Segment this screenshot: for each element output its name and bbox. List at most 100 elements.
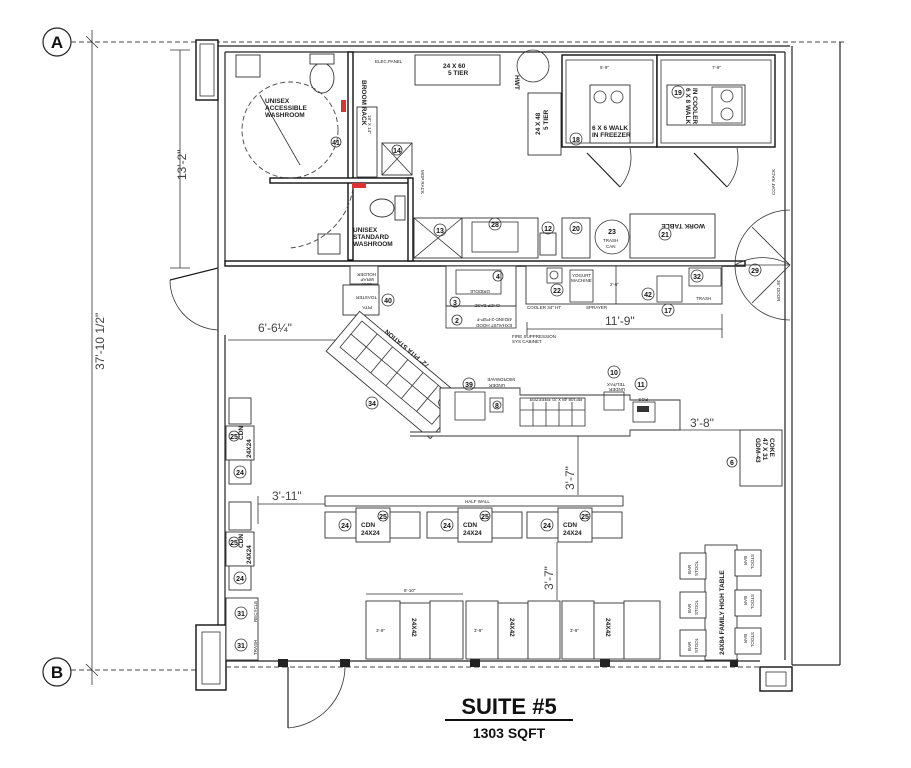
table-label: 24X42 [604,618,611,637]
room-label: STANDARD [353,234,389,241]
pita-label: PITA [362,305,372,310]
tag-28: 28 [491,222,499,229]
tag-24: 24 [341,523,349,530]
rear-door: 29 36" DOOR [734,209,791,321]
toilet-icon [369,198,395,218]
shelf-24x48 [527,92,562,156]
dim-label: 8'-10" [404,588,416,593]
cooler-label: IN COOLER [691,88,698,124]
plan-title: SUITE #5 1303 SQFT [445,694,573,741]
tag-25: 25 [581,514,589,521]
family-high-table: 24X84 FAMILY HIGH TABLE BAR STOOL BAR ST… [679,544,762,661]
suite-area: 1303 SQFT [473,725,546,741]
tag-29: 29 [751,268,759,275]
tag-42: 42 [644,292,652,299]
prep-sink [656,275,683,303]
toaster [342,284,380,316]
dim-label: 3'-8" [376,628,385,633]
fire-label: FIRE SUPPRESSION [512,334,556,339]
cooler-label: COOLER 34" HT [527,305,561,310]
under-freezer [519,397,586,427]
dim-label: 3'-8" [474,628,483,633]
walk-in-freezer: 5'-9" 6 X 6 WALK IN FREEZER 18 [561,54,658,188]
booth: 24 25 CDN 24X24 [324,507,421,543]
stool-label: STOOL [694,560,699,576]
bar-stools-left: BAR STOOL BAR STOOL BAR STOOL [679,552,707,657]
bar-stools-right: BAR STOOL BAR STOOL BAR STOOL [734,549,762,655]
room-label: UNISEX [265,98,290,105]
shelf-label: 5 TIER [448,70,469,77]
microwave-label: MICROWAVE [487,377,515,382]
tag-31: 31 [237,611,245,618]
trash-label: TRASH [253,640,258,655]
tag-13: 13 [436,228,444,235]
cdn-label: 24X24 [463,530,482,537]
wall-dim-label: 3'-11" [272,489,302,503]
walk-in-cooler: 7'-9" 6 X 8 WALK IN COOLER 19 COAT RACK [656,54,776,195]
pos-terminal [632,401,656,423]
room-label: WASHROOM [265,112,305,119]
pos-label: POS [638,397,648,402]
aisle-label: 6'-6¼" [258,321,292,335]
griddle-label: GRIDDLE [470,289,490,294]
stool-label: STOOL [694,599,699,615]
half-wall-label: HALF WALL [465,499,490,504]
mop-rack-label: MOP RACK [420,170,425,194]
stool-label: STOOL [750,594,755,610]
dim-label: 3'-8" [570,628,579,633]
washroom-height-label: 13'-2" [175,149,189,180]
griddle [445,265,517,307]
shelf-label: 5 TIER [543,109,550,130]
door-label: 36" DOOR [776,280,781,302]
coke-label: GDM-43 [754,438,761,463]
tag-24: 24 [443,523,451,530]
freezer-label: RF108 48 X 31 FREEZER [529,397,582,402]
sprayer-label: SPRAYER [586,305,608,310]
tag-2: 2 [455,318,459,325]
trash-label: TRASH [603,238,618,243]
overall-dimension: 37'-10 1/2" [85,30,107,685]
tag-39: 39 [465,382,473,389]
chef-base-label: CHEF BASE [474,303,500,308]
tag-6: 6 [730,460,734,467]
tag-32: 32 [693,274,701,281]
rear-counter: 13 28 12 20 23 TRASH CAN WORK TABLE 21 [413,213,716,259]
wax-label: WAX [362,282,372,287]
microwave [454,391,486,421]
cook-line: WAX WRAP HOLDER TOASTER PITA 40 GRIDDLE … [342,265,723,344]
exhaust-hood [445,305,517,329]
coat-rack-label: COAT RACK [771,169,776,195]
accessible-washroom: UNISEX ACCESSIBLE WASHROOM 41 [235,53,346,179]
hwt-label: HWT [513,75,520,90]
front-counter: UNDER MICROWAVE 39 8 RF108 48 X 31 FREEZ… [410,365,681,437]
tag-34: 34 [368,401,376,408]
yogurt-label: YOGURT [572,273,591,278]
overall-height-label: 37'-10 1/2" [93,313,107,370]
stool-label: STOOL [694,637,699,653]
tag-4: 4 [496,274,500,281]
stool-label: BAR [743,556,748,566]
washroom-dimension: 13'-2" [170,49,190,269]
trash-label: CAN [606,244,616,249]
cdn-label: 24X24 [246,545,253,564]
telfax-label: TEL/FAX [607,382,625,387]
freezer-label: IN FREEZER [592,132,631,139]
tag-24: 24 [543,523,551,530]
tag-25: 25 [230,540,238,547]
wax-label: WRAP [361,277,375,282]
grid-line-b: B [42,657,220,687]
shelf-label: 18" X 14" [367,115,372,134]
coke-label: COKE [768,438,775,457]
tag-17: 17 [664,308,672,315]
tag-25: 25 [379,514,387,521]
dim-label: 7'-9" [712,65,721,70]
water-heater [516,49,550,83]
yogurt-label: MACHINE [571,278,592,283]
tel-fax [603,391,625,411]
cdn-label: CDN [238,534,245,548]
booth: 24 25 CDN 24X24 [426,507,523,543]
hood-label: EXHAUST HOOD [475,323,512,328]
standard-washroom: UNISEX STANDARD WASHROOM [289,183,406,255]
grid-label-a: A [51,33,63,52]
tag-8: 8 [495,403,499,410]
